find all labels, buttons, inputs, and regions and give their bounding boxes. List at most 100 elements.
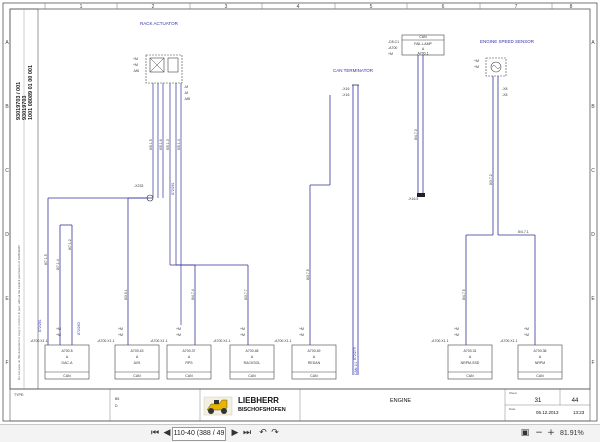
rack-wire-label-3: 6/5.1.3: [166, 139, 170, 150]
sensor-pin-1: +M: [474, 59, 479, 63]
back-icon[interactable]: ↶: [259, 428, 267, 438]
row-letter-a: A: [5, 40, 9, 46]
brand-top: LIEBHERR: [238, 396, 279, 405]
date-value: 05.12.2013: [536, 410, 559, 415]
sensor-wire-label: 8/3.7.2: [489, 174, 493, 185]
module-2: A700.43 A AVS CAN +M +M -A700.X1.1: [97, 327, 160, 380]
module-3-sub: A: [188, 355, 191, 359]
time-value: 13:23: [573, 410, 585, 415]
col-number-3: 3: [225, 4, 228, 10]
col-number-8: 8: [570, 4, 573, 10]
module-7-name: NRPM: [535, 361, 545, 365]
title-block: TYPE: B5 D LIEBHERR BISCHOFSHOFEN ENGINE…: [9, 388, 591, 422]
sensor-sig-pin-2: -X8: [502, 93, 508, 97]
wire-label-w8: 8/4.7.4: [191, 289, 195, 300]
module-3-bus: CAN: [185, 374, 193, 378]
module-4-pin-top: +M: [240, 327, 245, 331]
module-3-pin-top: +M: [176, 327, 181, 331]
section-title: ENGINE: [390, 398, 411, 404]
module-6-sub: A: [469, 355, 472, 359]
next-page-icon[interactable]: ▶: [231, 428, 239, 438]
prev-page-icon[interactable]: ◀: [163, 428, 171, 438]
wheel-loader-logo-icon: [203, 396, 233, 416]
can-terminator: CAN TERMINATOR -X16 -X16 CAN 1/1: [333, 68, 374, 375]
sheet-number: 31: [535, 398, 542, 404]
blue-id-1: 872/261: [38, 319, 42, 332]
module-7-pin-sig: -A700.X1.1: [500, 339, 518, 343]
module-1-pin-mid: +M: [56, 333, 61, 337]
wire-label-w9: 8/3.7.7: [244, 289, 248, 300]
can-fail-lamp-box: CAN FAIL.LAMP A A700.1 -D5.C1 -A700 +M -…: [388, 34, 445, 201]
col-number-1: 1: [80, 4, 83, 10]
module-4-sub: A: [251, 355, 254, 359]
can-box-left-pin-3: +M: [388, 52, 393, 56]
module-5-bus: CAN: [310, 374, 318, 378]
module-5-pin-sig: -A700.X1.1: [274, 339, 292, 343]
rack-pin-2: +M: [133, 63, 138, 67]
rack-wire-label-2: 6/5.1.6: [159, 139, 163, 150]
row-letter-e-right: E: [591, 296, 595, 302]
module-1-sub: A: [66, 355, 69, 359]
module-4: A700.48 A RACKSOL CAN +M +M -A700.X1.1: [213, 327, 275, 380]
row-letter-b-right: B: [591, 104, 595, 110]
col-number-2: 2: [152, 4, 155, 10]
can-terminator-title: CAN TERMINATOR: [333, 68, 374, 73]
brand-bottom: BISCHOFSHOFEN: [238, 407, 286, 413]
module-3-header: A700.37: [182, 349, 195, 353]
wiring: [47, 95, 536, 345]
rack-actuator-title: RACK ACTUATOR: [140, 21, 179, 26]
zoom-in-icon[interactable]: +: [547, 428, 555, 438]
module-1: A700.8 A DAC-A CAN +M +M -A700.X1.1: [30, 327, 90, 380]
document-viewer: 1 2 3 4 5 6 7 8 A B C D E F A B C D E F …: [0, 0, 600, 424]
blue-id-2: 872/263: [77, 322, 81, 335]
module-2-name: AVS: [134, 361, 141, 365]
date-label: Date: [509, 407, 516, 411]
module-5-name: REDAN: [308, 361, 321, 365]
page-number-input[interactable]: 110-40 (388 / 49: [172, 427, 226, 441]
module-6-header: A700.31: [463, 349, 476, 353]
can-box-line-1: FAIL.LAMP: [414, 42, 432, 46]
module-1-name: DAC-A: [62, 361, 74, 365]
sheet-code-2: D: [115, 404, 118, 408]
forward-icon[interactable]: ↷: [271, 428, 279, 438]
rack-actuator: RACK ACTUATOR +M +M -M6 -M -M -M8 6/5.1.…: [48, 21, 190, 325]
module-3-name: RPS: [185, 361, 193, 365]
module-6: A700.31 A NRPM-SSD CAN +M +M -A700.X1.1: [431, 327, 493, 380]
row-letter-f: F: [5, 360, 8, 366]
module-4-header: A700.48: [245, 349, 258, 353]
can-box-left-pin-1: -D5.C1: [388, 40, 399, 44]
module-3-pin-sig: -A700.X1.1: [150, 339, 168, 343]
module-6-name: NRPM-SSD: [461, 361, 480, 365]
ref-line-3: 1001 08089 01 00 001: [28, 65, 34, 120]
row-letter-c-right: C: [591, 168, 595, 174]
last-page-icon[interactable]: ⏭: [242, 428, 252, 438]
module-3: A700.37 A RPS CAN +M +M -A700.X1.1: [150, 327, 212, 380]
module-7-header: A700.38: [533, 349, 546, 353]
wire-label-w7: 8/3.5.1: [124, 289, 128, 300]
module-1-pin-sig: -A700.X1.1: [30, 339, 48, 343]
first-page-icon[interactable]: ⏮: [150, 428, 160, 438]
module-7: A700.38 A NRPM CAN +M +M -A700.X1.1: [500, 327, 563, 380]
col-number-5: 5: [370, 4, 373, 10]
module-5-header: A700.49: [307, 349, 320, 353]
sheet-code-1: B5: [115, 397, 119, 401]
module-2-sub: A: [136, 355, 139, 359]
rack-wire-label-4: 6/5.1.4: [177, 139, 181, 150]
zoom-out-icon[interactable]: −: [535, 428, 543, 438]
wire-label-w1: 8/7.1.5: [44, 254, 48, 265]
schematic-sheet: 1 2 3 4 5 6 7 8 A B C D E F A B C D E F …: [0, 0, 600, 424]
rack-pin-1: +M: [133, 57, 138, 61]
rack-bus-label: -X233: [134, 184, 143, 188]
rack-sig-pin-1: -M: [184, 85, 188, 89]
total-sheets: 44: [572, 398, 579, 404]
module-4-pin-mid: +M: [240, 333, 245, 337]
module-2-pin-top: +M: [118, 327, 123, 331]
sensor-sig-pin-1: -X8: [502, 87, 508, 91]
ref-line-1: 93019703 / 001: [16, 82, 22, 120]
module-3-pin-mid: +M: [176, 333, 181, 337]
fit-page-icon[interactable]: ▣: [520, 428, 530, 438]
zoom-level[interactable]: 81.91%: [560, 430, 584, 437]
module-5-pin-top: +M: [299, 327, 304, 331]
module-5-pin-mid: +M: [299, 333, 304, 337]
rack-sig-pin-3: -M8: [184, 97, 190, 101]
